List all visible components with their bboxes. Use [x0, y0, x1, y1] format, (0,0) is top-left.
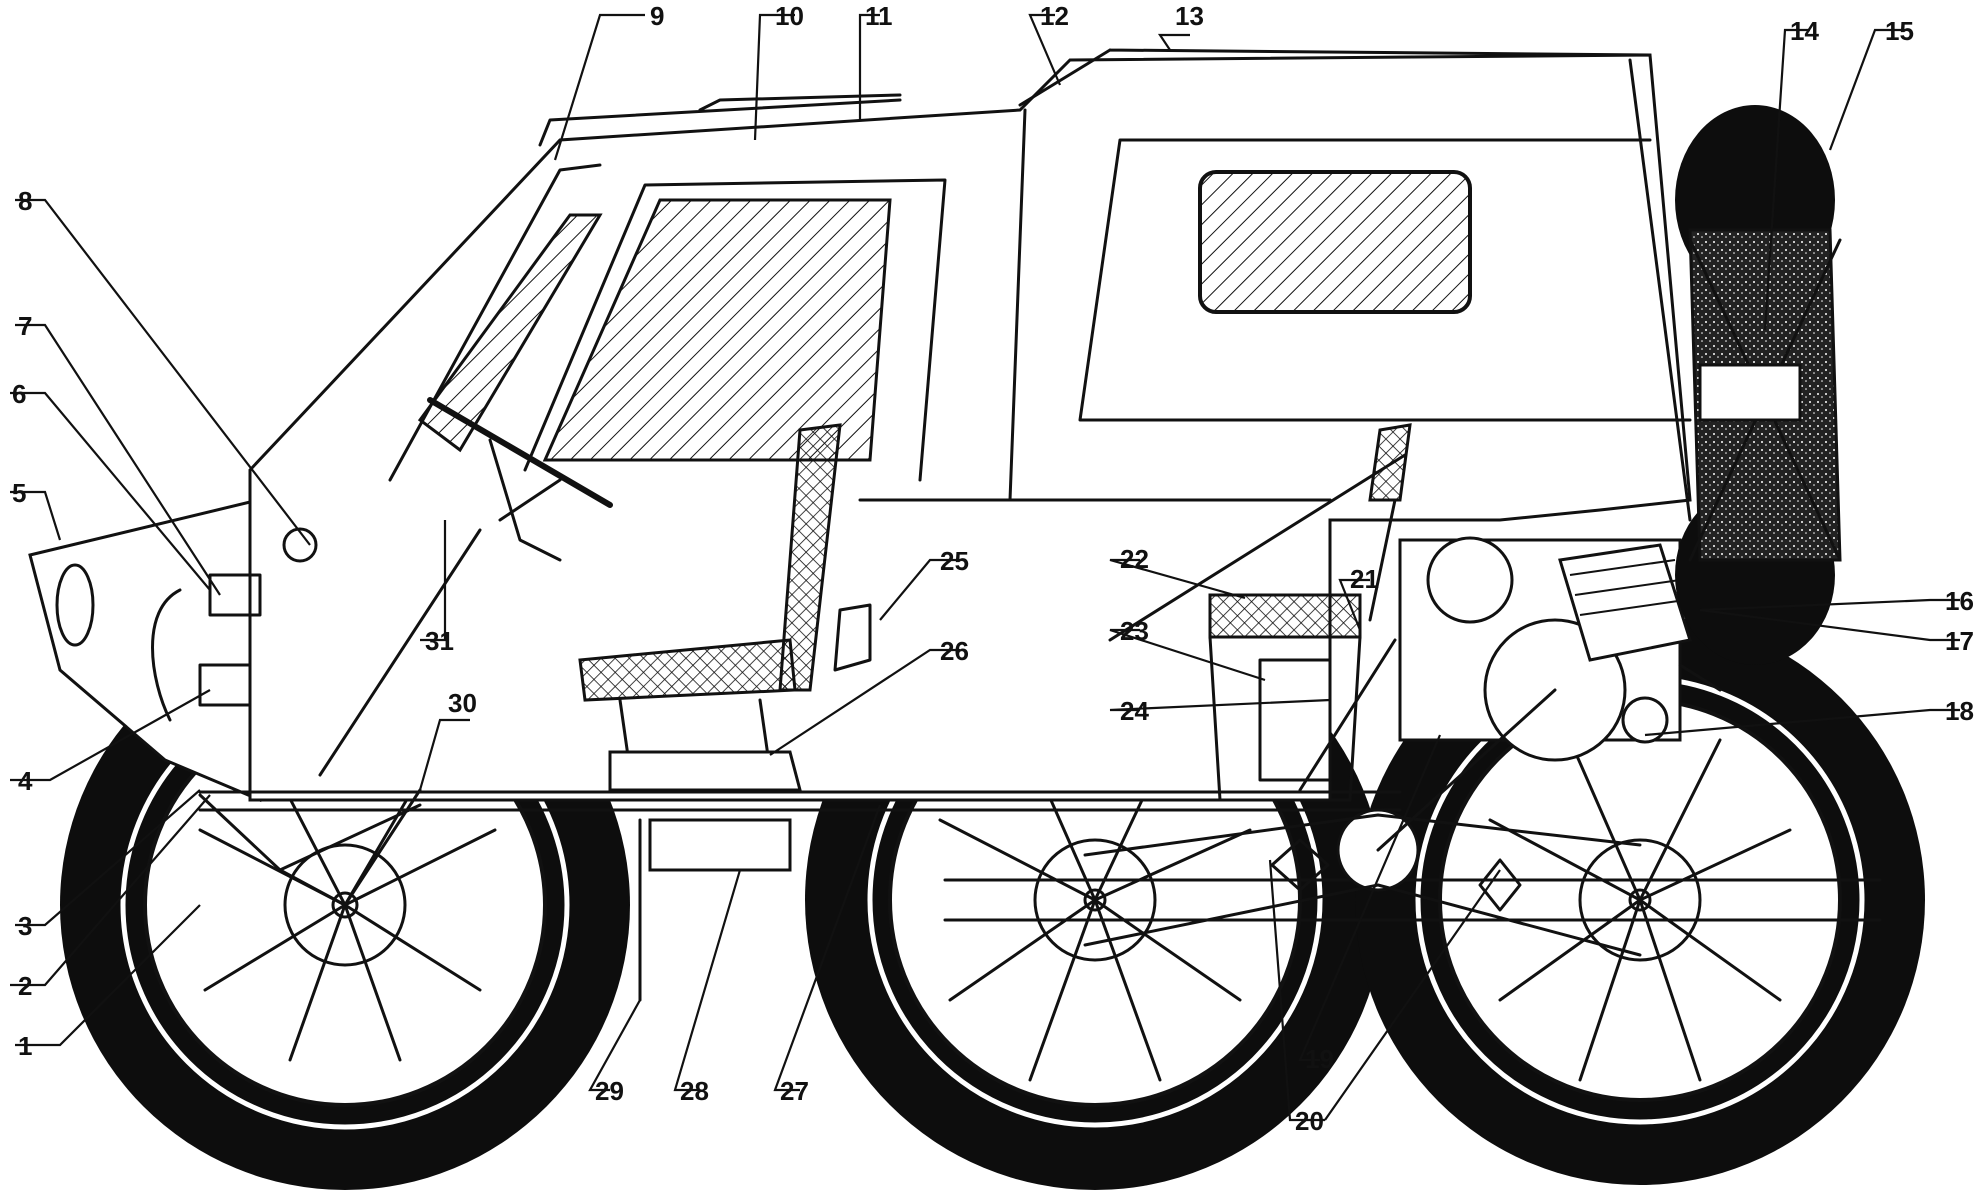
callout-10: 10	[775, 1, 804, 31]
callout-6: 6	[12, 379, 26, 409]
spare-bracket	[1698, 363, 1802, 422]
front-suspension	[151, 527, 422, 919]
callout-5: 5	[12, 478, 26, 508]
battery-housing	[1208, 635, 1362, 802]
callout-24: 24	[1120, 696, 1149, 726]
callout-28: 28	[680, 1076, 709, 1106]
callout-7: 7	[18, 311, 32, 341]
callout-12: 12	[1040, 1, 1069, 31]
callout-25: 25	[940, 546, 969, 576]
callout-23: 23	[1120, 616, 1149, 646]
callout-22: 22	[1120, 544, 1149, 574]
engine	[1398, 536, 1722, 762]
hubs	[1083, 888, 1652, 912]
callout-30: 30	[448, 688, 477, 718]
wheel-spokes	[198, 728, 1792, 1082]
leader-lines	[10, 13, 1960, 1122]
muffler	[608, 750, 802, 792]
callout-2: 2	[18, 971, 32, 1001]
steering-wheel	[427, 397, 613, 562]
callout-18: 18	[1945, 696, 1974, 726]
callout-16: 16	[1945, 586, 1974, 616]
callout-26: 26	[940, 636, 969, 666]
callout-21: 21	[1350, 564, 1379, 594]
callout-17: 17	[1945, 626, 1974, 656]
callout-8: 8	[18, 186, 32, 216]
callout-3: 3	[18, 911, 32, 941]
rear-seat	[1368, 423, 1412, 622]
battery	[1208, 593, 1362, 639]
callout-11: 11	[865, 1, 893, 31]
callout-31: 31	[425, 626, 454, 656]
headlight	[55, 563, 95, 647]
callout-1: 1	[18, 1031, 32, 1061]
callout-9: 9	[650, 1, 664, 31]
callout-19: 19	[1305, 1044, 1334, 1074]
callout-13: 13	[1175, 1, 1204, 31]
callout-29: 29	[595, 1076, 624, 1106]
callout-27: 27	[780, 1076, 809, 1106]
callout-4: 4	[18, 766, 33, 796]
callout-20: 20	[1295, 1106, 1324, 1136]
callout-15: 15	[1885, 16, 1914, 46]
callout-14: 14	[1790, 16, 1819, 46]
driver-seat	[578, 423, 872, 772]
tool-box	[648, 818, 792, 872]
fuel-tank	[1258, 658, 1332, 782]
